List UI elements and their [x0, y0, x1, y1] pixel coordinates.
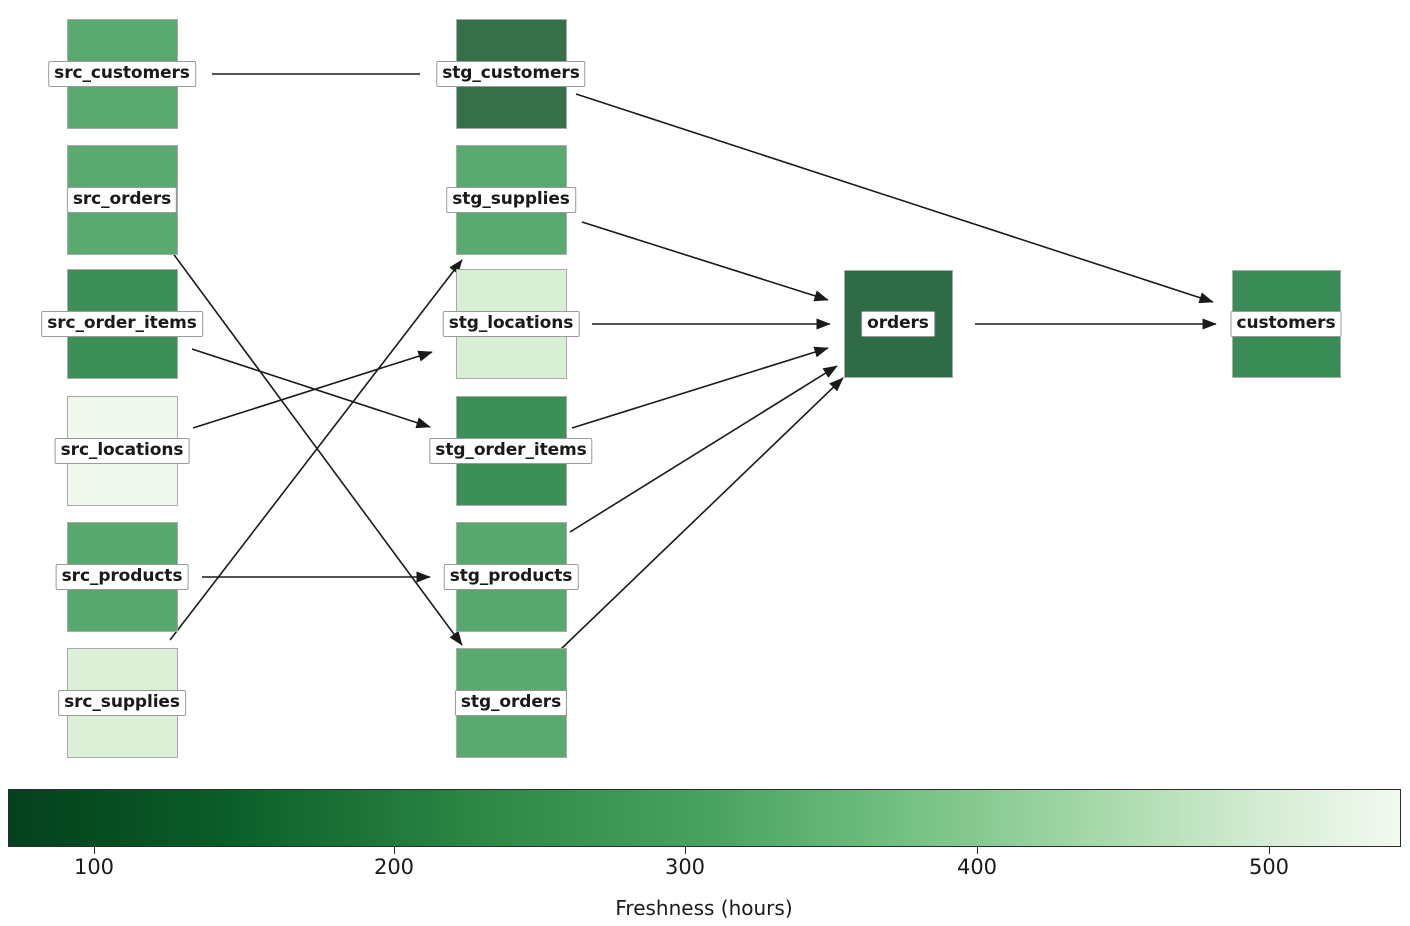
- node-label-src_order_items[interactable]: src_order_items: [41, 311, 203, 337]
- edge-stg_order_items-orders: [571, 346, 829, 429]
- colorbar-title: Freshness (hours): [615, 896, 793, 920]
- colorbar-gradient: [8, 789, 1401, 847]
- edge-src_supplies-stg_locations: [169, 259, 463, 641]
- node-label-src_customers[interactable]: src_customers: [48, 61, 196, 87]
- node-label-customers[interactable]: customers: [1230, 311, 1342, 337]
- node-label-stg_products[interactable]: stg_products: [443, 564, 579, 590]
- colorbar-tick-400: [977, 847, 978, 854]
- colorbar-tick-300: [685, 847, 686, 854]
- colorbar-tick-label-300: 300: [664, 855, 706, 879]
- colorbar-tick-label-100: 100: [73, 855, 115, 879]
- node-label-stg_customers[interactable]: stg_customers: [436, 61, 586, 87]
- node-label-stg_supplies[interactable]: stg_supplies: [446, 187, 576, 213]
- node-label-stg_orders[interactable]: stg_orders: [454, 690, 568, 716]
- edge-src_order_items-stg_order_items: [191, 348, 431, 429]
- edge-stg_products-orders: [569, 365, 838, 533]
- colorbar-tick-label-500: 500: [1248, 855, 1290, 879]
- node-label-orders[interactable]: orders: [861, 311, 935, 337]
- edge-src_orders-stg_orders: [171, 251, 463, 646]
- edge-src_locations-stg_locations: [192, 350, 433, 429]
- node-label-src_products[interactable]: src_products: [55, 564, 189, 590]
- colorbar-tick-200: [394, 847, 395, 854]
- node-label-stg_locations[interactable]: stg_locations: [442, 311, 580, 337]
- node-label-src_locations[interactable]: src_locations: [54, 438, 190, 464]
- edge-stg_supplies-orders: [581, 221, 829, 302]
- node-label-stg_order_items[interactable]: stg_order_items: [429, 438, 593, 464]
- edge-stg_orders-orders: [559, 377, 844, 651]
- colorbar-tick-label-200: 200: [373, 855, 415, 879]
- node-label-src_orders[interactable]: src_orders: [66, 187, 178, 213]
- colorbar-tick-100: [94, 847, 95, 854]
- colorbar-tick-500: [1269, 847, 1270, 854]
- colorbar: 100 200 300 400 500: [8, 789, 1401, 879]
- colorbar-tick-label-400: 400: [956, 855, 998, 879]
- node-label-src_supplies[interactable]: src_supplies: [58, 690, 186, 716]
